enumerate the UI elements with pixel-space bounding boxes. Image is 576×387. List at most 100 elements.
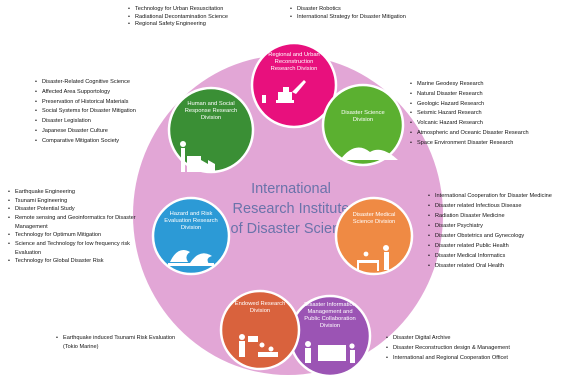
list-item: International Cooperation for Disaster M… — [428, 192, 576, 202]
division-circle — [334, 196, 414, 276]
list-item: Social Systems for Disaster Mitigation — [35, 107, 165, 117]
list-item: Marine Geodesy Research — [410, 80, 570, 90]
list-item: Disaster Reconstruction design & Managem… — [386, 344, 561, 354]
division-label-line: Reconstruction — [275, 59, 314, 65]
list-item: Affected Area Supportology — [35, 88, 165, 98]
division-label-line: Division — [250, 308, 270, 314]
list-info-wrap: Disaster Digital Archive Disaster Recons… — [386, 334, 561, 380]
list-item: Disaster Digital Archive — [386, 334, 561, 344]
division-label-line: Disaster Information — [304, 302, 356, 308]
list-item: Volcanic Hazard Research — [410, 119, 570, 129]
center-title-line: International — [251, 181, 331, 197]
division-circle — [250, 41, 338, 129]
division-label-line: Endowed Research — [235, 301, 286, 307]
list-item: Space Environment Disaster Research — [410, 139, 570, 149]
list-item: Disaster Psychiatry — [428, 222, 576, 232]
list-regional-right-wrap: Disaster Robotics International Strategy… — [290, 6, 465, 36]
research-list-regional: Technology for Urban Resuscitation Radia… — [128, 6, 298, 29]
research-list-hazard-risk: Earthquake Engineering Tsunami Engineeri… — [8, 188, 148, 266]
division-circle — [321, 83, 405, 167]
division-label-line: Evaluation Research — [164, 218, 218, 224]
list-human-wrap: Disaster-Related Cognitive Science Affec… — [35, 78, 165, 178]
list-item: Disaster-Related Cognitive Science — [35, 78, 165, 88]
division-label-line: Research Division — [271, 66, 318, 72]
division-label-line: Response Research — [185, 108, 238, 114]
division-label-line: Disaster Medical — [353, 212, 396, 218]
division-label-line: Management and — [307, 309, 352, 315]
division-label-line: Division — [201, 115, 221, 121]
list-item: Technology for Optimum Mitigation — [8, 231, 148, 240]
research-list-information: Disaster Digital Archive Disaster Recons… — [386, 334, 561, 363]
research-list-disaster-medical: International Cooperation for Disaster M… — [428, 192, 576, 272]
list-item: Seismic Hazard Research — [410, 109, 570, 119]
division-label-line: Human and Social — [187, 101, 234, 107]
list-item: Regional Safety Engineering — [128, 21, 298, 29]
division-label-line: Division — [353, 117, 373, 123]
center-title-line: of Disaster Science — [231, 221, 356, 237]
list-item: Preservation of Historical Materials — [35, 98, 165, 108]
list-item: Disaster related Oral Health — [428, 262, 576, 272]
mountain-illustration — [340, 147, 398, 160]
list-item: Disaster Potential Study — [8, 205, 148, 214]
list-item: Disaster related Public Health — [428, 242, 576, 252]
division-label-line: Division — [181, 225, 201, 231]
list-endowed-wrap: Earthquake induced Tsunami Risk Evaluati… — [56, 334, 186, 364]
tsunami-wave-illustration — [168, 249, 214, 266]
list-item: Japanese Disaster Culture — [35, 127, 165, 137]
research-list-regional-right: Disaster Robotics International Strategy… — [290, 6, 465, 21]
excavator-illustration — [262, 80, 306, 103]
division-label-line: Disaster Science — [341, 110, 385, 116]
list-medical-wrap: International Cooperation for Disaster M… — [428, 192, 576, 304]
list-item: Technology for Urban Resuscitation — [128, 6, 298, 14]
list-regional-left-wrap: Technology for Urban Resuscitation Radia… — [128, 6, 298, 52]
family-archive-illustration — [305, 341, 355, 363]
center-title: International Research Institute of Disa… — [231, 181, 356, 237]
list-science-wrap: Marine Geodesy Research Natural Disaster… — [410, 80, 570, 180]
research-list-endowed: Earthquake induced Tsunami Risk Evaluati… — [56, 334, 186, 352]
list-item: Geologic Hazard Research — [410, 100, 570, 110]
list-item: International Strategy for Disaster Miti… — [290, 14, 465, 22]
list-item: Radiation Disaster Medicine — [428, 212, 576, 222]
list-hazard-wrap: Earthquake Engineering Tsunami Engineeri… — [8, 188, 148, 303]
division-label-line: Hazard and Risk — [170, 211, 213, 217]
list-item: Disaster Legislation — [35, 117, 165, 127]
list-item: Disaster Robotics — [290, 6, 465, 14]
list-item: Comparative Mitigation Society — [35, 137, 165, 147]
list-item: Disaster related Infectious Disease — [428, 202, 576, 212]
factory-illustration — [180, 141, 215, 172]
research-list-disaster-science: Marine Geodesy Research Natural Disaster… — [410, 80, 570, 148]
division-circle — [288, 294, 372, 378]
list-item: International and Regional Cooperation O… — [386, 354, 561, 364]
list-item: Natural Disaster Research — [410, 90, 570, 100]
list-item: Disaster Obstetrics and Gynecology — [428, 232, 576, 242]
division-label-line: Science Division — [353, 219, 396, 225]
list-item: Science and Technology for low frequency… — [8, 240, 148, 257]
division-label-line: Regional and Urban — [268, 52, 320, 58]
medical-care-illustration — [357, 245, 389, 271]
center-title-line: Research Institute — [233, 201, 350, 217]
list-item: Atmospheric and Oceanic Disaster Researc… — [410, 129, 570, 139]
list-item: Radiational Decontamination Science — [128, 14, 298, 22]
list-item: Earthquake Engineering — [8, 188, 148, 197]
list-item: Technology for Global Disaster Risk — [8, 257, 148, 266]
list-item: Disaster Medical Informatics — [428, 252, 576, 262]
list-item: Remote sensing and Geoinformatics for Di… — [8, 214, 148, 231]
list-item: Earthquake induced Tsunami Risk Evaluati… — [56, 334, 186, 352]
division-label-line: Division — [320, 323, 340, 329]
speaker-crowd-illustration — [239, 334, 278, 357]
research-list-human-social: Disaster-Related Cognitive Science Affec… — [35, 78, 165, 146]
